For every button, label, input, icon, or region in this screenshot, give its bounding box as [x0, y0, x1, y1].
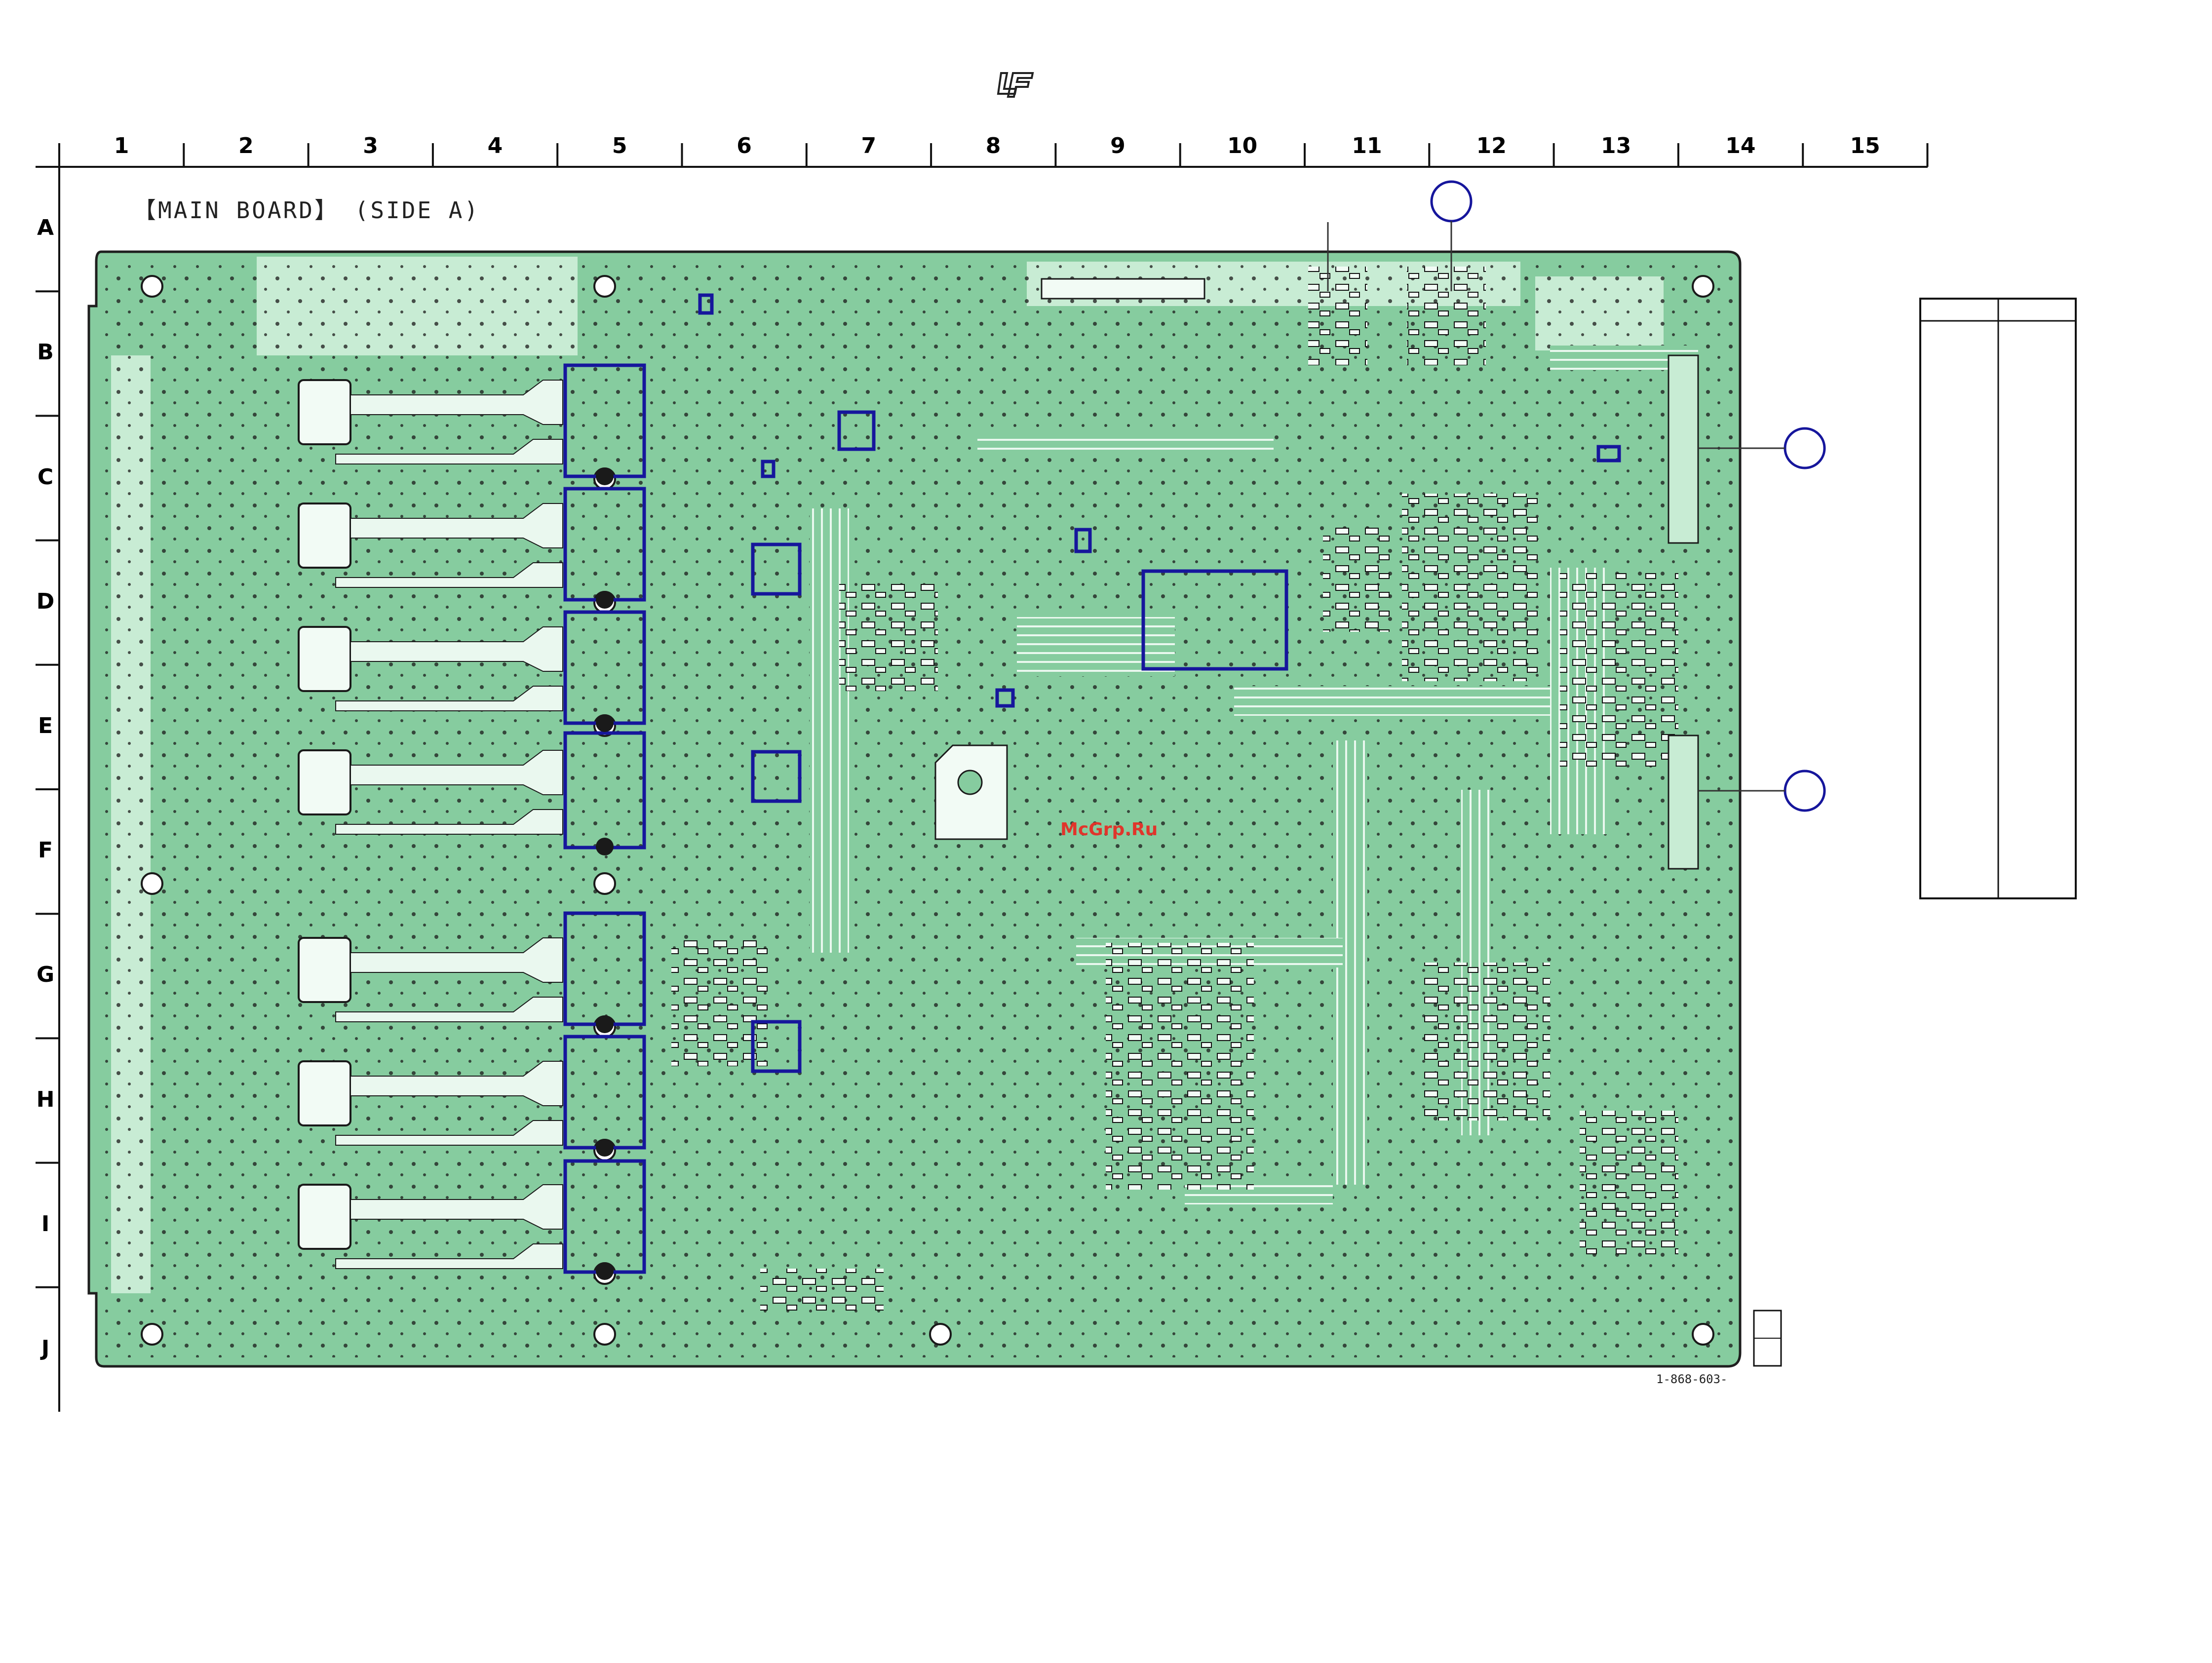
legend-box: [1920, 299, 2076, 898]
power-pad: [299, 1185, 350, 1249]
callout-circle: [1785, 771, 1824, 811]
callout-circle: [1785, 428, 1824, 468]
board-part-number: 1-868-603-: [1656, 1372, 1728, 1386]
mounting-hole: [594, 873, 615, 894]
top-connector: [1042, 279, 1204, 299]
mounting-hole: [1693, 1324, 1713, 1345]
pin1-marker: [596, 1139, 614, 1157]
pin1-marker: [596, 838, 614, 855]
mounting-hole: [142, 1324, 162, 1345]
mounting-hole: [594, 276, 615, 297]
power-pad: [299, 750, 350, 814]
mounting-hole: [142, 276, 162, 297]
power-pad: [299, 938, 350, 1002]
power-pad: [299, 503, 350, 568]
callout-circle: [1432, 182, 1471, 221]
pin1-marker: [596, 591, 614, 609]
pin1-marker: [596, 1262, 614, 1280]
power-pad: [299, 627, 350, 691]
mounting-hole: [594, 1324, 615, 1345]
pin1-marker: [596, 467, 614, 485]
mounting-hole: [142, 873, 162, 894]
mounting-hole: [930, 1324, 951, 1345]
pin1-marker: [596, 1015, 614, 1033]
power-pad: [299, 1061, 350, 1125]
pin1-marker: [596, 714, 614, 732]
right-connector-lower: [1669, 735, 1698, 869]
watermark-text: McGrp.Ru: [1060, 819, 1158, 840]
right-connector-upper: [1669, 355, 1698, 543]
mounting-hole: [1693, 276, 1713, 297]
power-pad: [299, 380, 350, 444]
